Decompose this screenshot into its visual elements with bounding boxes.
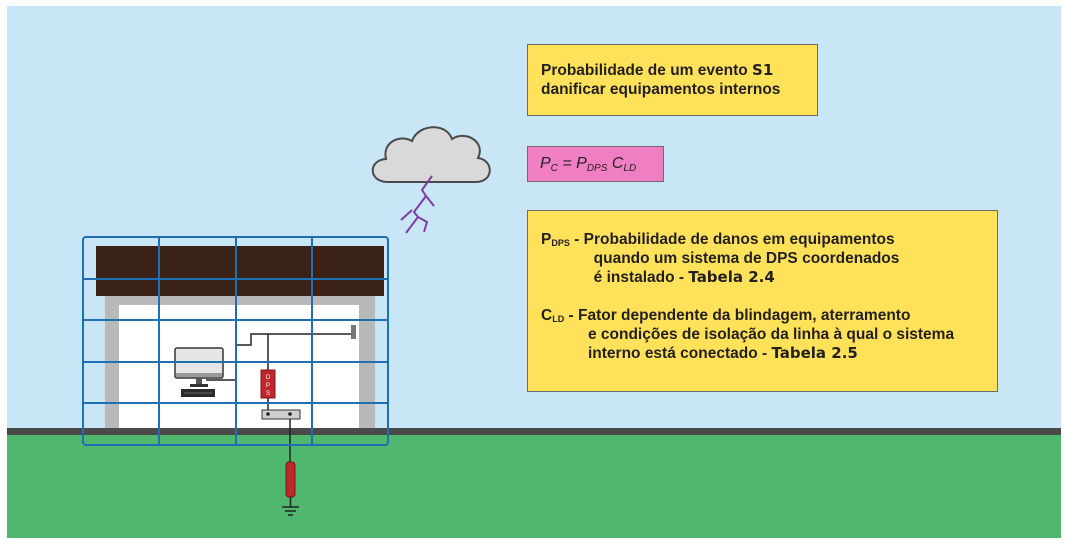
ground-surface-line — [7, 428, 1061, 435]
title-box: Probabilidade de um evento S1 danificar … — [527, 44, 818, 116]
definition-symbol-letter: P — [541, 231, 552, 248]
dps-label-p: P — [266, 383, 270, 389]
definition-line-with-ref: é instalado - Tabela 2.4 — [584, 268, 900, 287]
formula-box: PC = PDPS CLD — [527, 146, 664, 182]
lightning-icon — [400, 175, 435, 234]
protection-mesh — [82, 236, 389, 446]
definition-line: interno está conectado - — [587, 345, 772, 362]
definition-symbol-subscript: DPS — [551, 238, 570, 248]
definitions-box: PDPS - Probabilidade de danos em equipam… — [527, 210, 998, 392]
definition-line: é instalado - — [593, 269, 689, 286]
formula-symbol-c-ld: C — [611, 155, 624, 172]
title-line-1-text: Probabilidade de um evento — [541, 62, 753, 79]
title-line-2: danificar equipamentos internos — [541, 81, 781, 98]
formula-symbol-p-dps: P — [576, 155, 587, 172]
definition-pdps: PDPS - Probabilidade de danos em equipam… — [541, 230, 987, 287]
ground-symbol-icon — [282, 497, 299, 516]
dps-label-d: D — [266, 375, 271, 381]
formula-subscript-ld: LD — [623, 163, 637, 174]
definition-symbol-letter: C — [541, 307, 553, 324]
equipotential-bar — [261, 409, 301, 420]
ground-area — [7, 431, 1061, 538]
definition-cld: CLD - Fator dependente da blindagem, ate… — [541, 306, 987, 363]
formula-symbol-p: P — [540, 155, 551, 172]
definition-dash: - — [569, 231, 584, 248]
title-line-1: Probabilidade de um evento S1 — [541, 61, 817, 80]
definition-dash: - — [564, 307, 578, 324]
cloud-icon — [371, 126, 491, 183]
formula-subscript-dps: DPS — [586, 163, 608, 174]
table-reference: Tabela 2.5 — [771, 344, 858, 362]
formula-equals: = — [557, 155, 577, 172]
definition-line: Probabilidade de danos em equipamentos — [583, 231, 895, 248]
definition-symbol: CLD - — [541, 306, 578, 363]
definition-line-with-ref: interno está conectado - Tabela 2.5 — [578, 344, 954, 363]
definition-symbol-subscript: LD — [552, 314, 565, 324]
wall-outlet — [351, 325, 356, 339]
ground-electrode-icon — [285, 461, 296, 498]
definition-line: Fator dependente da blindagem, aterramen… — [577, 307, 911, 324]
building — [96, 246, 384, 428]
table-reference: Tabela 2.4 — [688, 268, 775, 286]
event-code: S1 — [752, 61, 774, 79]
definition-text: Probabilidade de danos em equipamentos q… — [584, 230, 900, 287]
formula-subscript-c: C — [550, 163, 558, 174]
definition-text: Fator dependente da blindagem, aterramen… — [578, 306, 954, 363]
keyboard-icon — [181, 389, 215, 397]
definition-line: quando um sistema de DPS coordenados — [593, 250, 900, 267]
definition-symbol: PDPS - — [541, 230, 584, 287]
dps-surge-protector-icon: D P S — [260, 369, 276, 399]
dps-label-s: S — [266, 391, 270, 397]
definition-line: e condições de isolação da linha à qual … — [587, 326, 955, 343]
